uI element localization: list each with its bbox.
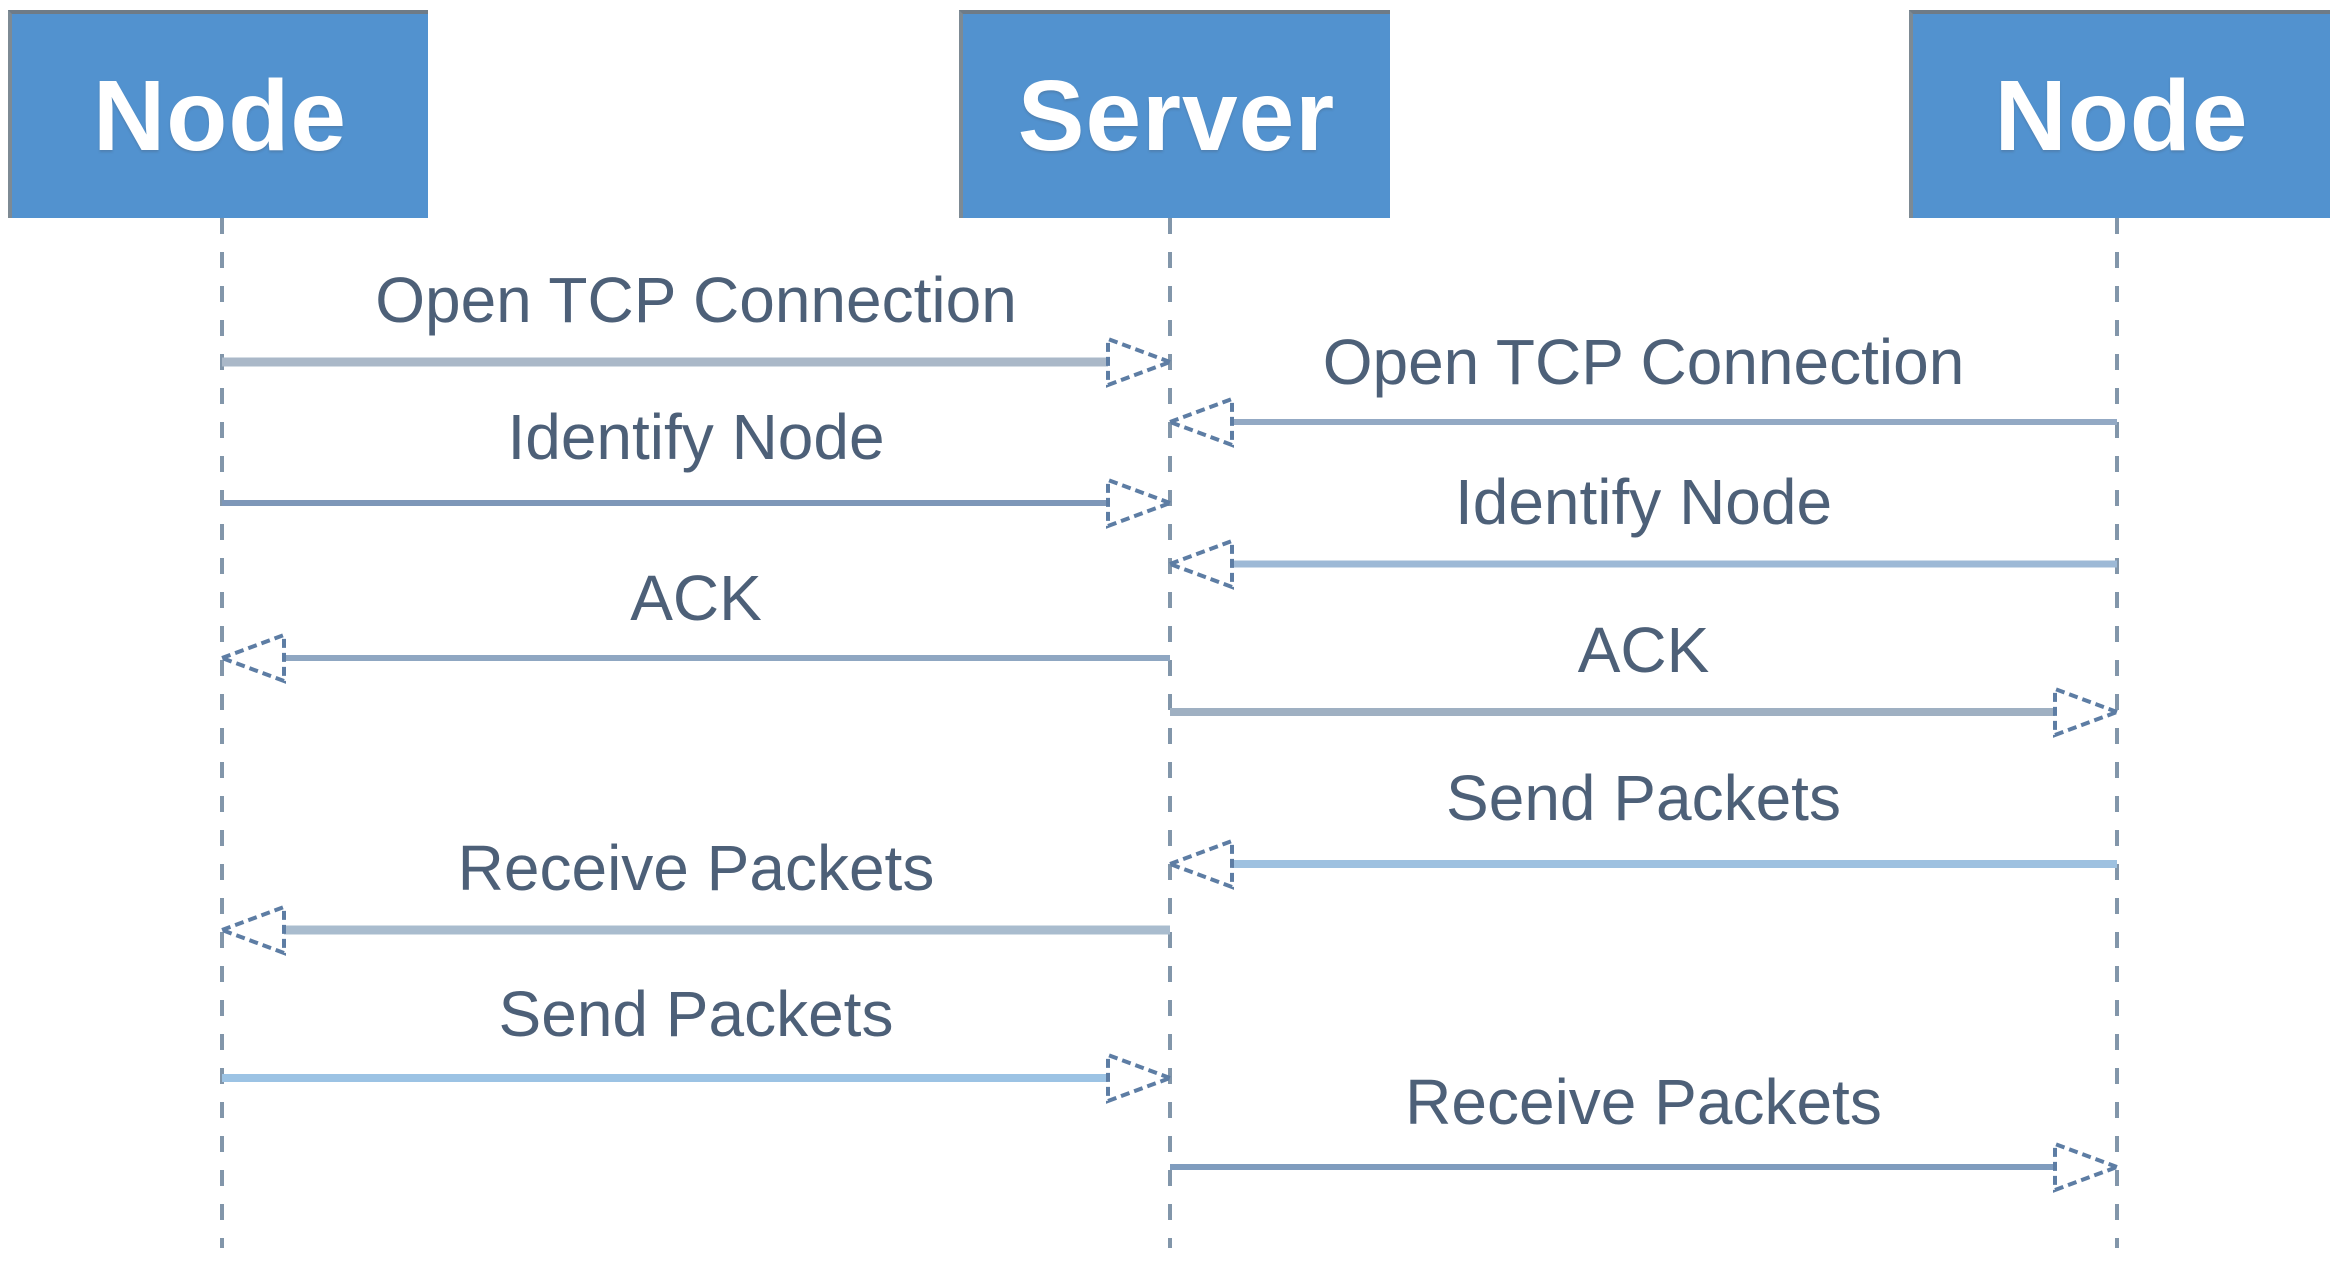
actor-label: Node bbox=[1994, 59, 2249, 172]
message-label: Send Packets bbox=[1446, 762, 1841, 834]
message-arrowhead bbox=[1106, 336, 1176, 388]
actor-box-node-left: Node bbox=[8, 10, 428, 218]
message-label: ACK bbox=[1577, 614, 1710, 686]
message-arrowhead bbox=[2053, 1141, 2123, 1193]
message-arrowhead bbox=[1164, 396, 1234, 448]
message-label: Receive Packets bbox=[457, 832, 935, 904]
message-arrowhead bbox=[216, 632, 286, 684]
message-label: Identify Node bbox=[507, 401, 885, 473]
message-arrowhead bbox=[1164, 538, 1234, 590]
message-label: Receive Packets bbox=[1405, 1066, 1882, 1138]
message-label: Send Packets bbox=[498, 978, 894, 1050]
actor-box-node-right: Node bbox=[1909, 10, 2330, 218]
message-arrowhead bbox=[2053, 686, 2123, 738]
message-arrowhead bbox=[1164, 838, 1234, 890]
actor-label: Server bbox=[1017, 59, 1336, 172]
message-label: Identify Node bbox=[1454, 466, 1833, 538]
message-arrowhead bbox=[1106, 477, 1176, 529]
message-arrowhead bbox=[216, 904, 286, 956]
message-label: ACK bbox=[630, 562, 762, 634]
actor-label: Node bbox=[93, 59, 347, 172]
actor-box-server: Server bbox=[959, 10, 1390, 218]
message-arrowhead bbox=[1106, 1052, 1176, 1104]
message-label: Open TCP Connection bbox=[375, 264, 1017, 336]
message-label: Open TCP Connection bbox=[1322, 326, 1965, 398]
